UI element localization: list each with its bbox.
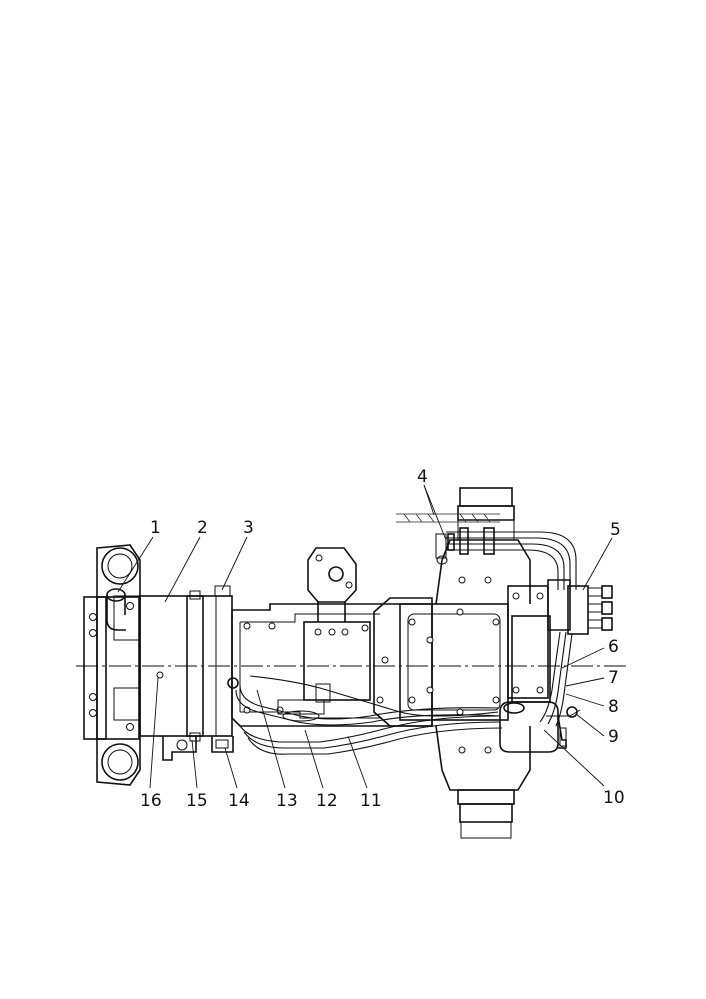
callout-7: 7 [608,668,619,688]
callout-6: 6 [608,637,619,657]
front-mounting-bracket [83,544,141,786]
callout-11: 11 [360,791,382,811]
final-drive-housing [435,487,531,839]
long-hoses [235,675,503,755]
callout-10: 10 [603,788,625,808]
lower-brackets [162,736,234,761]
callout-16: 16 [140,791,162,811]
callout-12: 12 [316,791,338,811]
callout-3: 3 [243,518,254,538]
callout-14: 14 [228,791,250,811]
callout-15: 15 [186,791,208,811]
callout-13: 13 [276,791,298,811]
callout-2: 2 [197,518,208,538]
shift-cover [303,547,371,703]
callout-5: 5 [610,520,621,540]
leader-lines [117,484,613,789]
clutch-housing [139,585,233,742]
hydraulic-lines-top [396,513,577,590]
callout-9: 9 [608,727,619,747]
distributor-valve [547,579,613,635]
hydraulic-filter [499,701,581,753]
callout-8: 8 [608,697,619,717]
breather-cap [106,588,126,631]
callout-labels: 1 2 3 4 5 6 7 8 9 10 11 12 13 14 15 16 [140,467,625,811]
callout-4: 4 [417,467,428,487]
callout-1: 1 [150,518,161,538]
rear-axle-housing [373,597,509,727]
rear-hydraulic-block [507,585,551,703]
